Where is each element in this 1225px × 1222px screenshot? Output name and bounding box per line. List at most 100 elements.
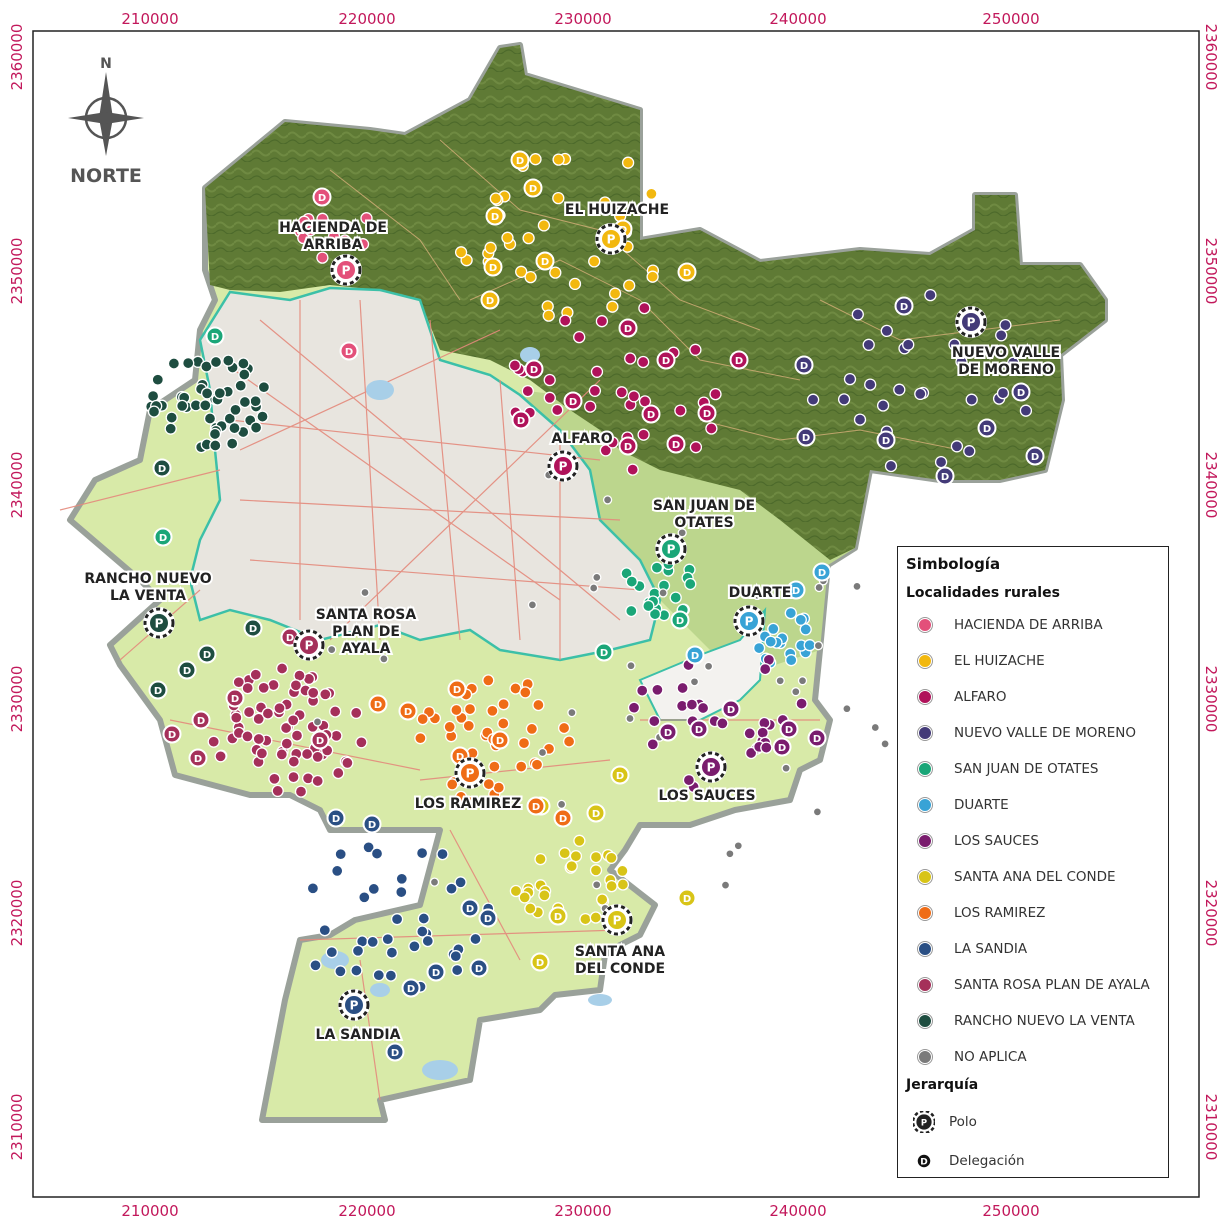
locality-point <box>599 444 612 457</box>
polo-marker-letter: P <box>155 617 164 631</box>
x-tick-bottom: 230000 <box>554 1202 611 1220</box>
legend-swatch <box>918 798 932 812</box>
delegacion-marker: D <box>807 728 827 748</box>
delegacion-marker-letter: D <box>818 568 826 579</box>
delegacion-marker: D <box>191 710 211 730</box>
locality-point <box>200 387 214 400</box>
delegacion-marker-disc <box>618 318 638 338</box>
locality-point <box>207 735 220 748</box>
polo-marker-letter: P <box>466 767 475 781</box>
polo-marker: P <box>601 904 633 936</box>
y-tick-left: 2350000 <box>8 238 26 305</box>
locality-point <box>689 343 702 356</box>
locality-point <box>795 697 808 710</box>
locality-point <box>684 577 697 591</box>
locality-point <box>538 889 551 902</box>
legend-title: Simbología <box>906 555 1001 573</box>
delegacion-marker-letter: D <box>695 725 703 736</box>
label-santa-ana: SANTA ANA <box>575 944 665 960</box>
locality-point <box>864 378 877 391</box>
locality-point <box>573 330 586 344</box>
locality-point <box>669 591 682 604</box>
locality-point <box>362 841 375 854</box>
locality-point <box>565 860 578 873</box>
locality-point <box>508 359 522 372</box>
label-santa-ana-2: DEL CONDE <box>575 961 665 977</box>
legend-item: LA SANDIA <box>918 939 1027 959</box>
polo-marker-disc <box>600 228 622 250</box>
legend-swatch <box>918 618 932 632</box>
locality-point <box>837 393 851 406</box>
locality-point <box>415 846 429 860</box>
locality-point <box>395 872 408 885</box>
delegacion-marker-letter: D <box>800 361 808 372</box>
locality-point <box>627 701 641 714</box>
locality-point <box>623 279 636 292</box>
delegacion-marker-disc <box>398 701 418 721</box>
legend-item: NO APLICA <box>918 1047 1027 1067</box>
locality-point <box>794 613 807 626</box>
locality-point <box>416 712 429 726</box>
locality-point <box>567 707 577 718</box>
polo-marker-ring <box>601 904 633 936</box>
legend-swatch <box>918 654 932 668</box>
delegacion-marker-disc <box>656 350 676 370</box>
locality-point <box>327 230 341 243</box>
locality-point <box>334 965 347 978</box>
y-tick-left: 2320000 <box>8 880 26 947</box>
locality-point <box>226 437 239 450</box>
locality-point <box>606 300 619 313</box>
locality-point <box>648 607 662 621</box>
locality-point <box>463 702 477 716</box>
delegacion-marker: D <box>721 699 741 719</box>
locality-point <box>252 732 265 746</box>
locality-point <box>454 790 468 804</box>
delegacion-marker-disc <box>426 962 446 982</box>
legend-item-label: SAN JUAN DE OTATES <box>954 761 1099 777</box>
locality-point <box>651 683 664 696</box>
delegacion-marker: D <box>526 796 546 816</box>
locality-point <box>384 969 398 982</box>
locality-point <box>408 940 421 953</box>
delegacion-marker-letter: D <box>691 651 699 662</box>
delegacion-icon: D <box>916 1153 932 1169</box>
delegacion-marker: D <box>794 355 814 375</box>
delegacion-marker-disc <box>610 765 630 785</box>
delegacion-marker: D <box>779 719 799 739</box>
locality-point <box>421 934 434 948</box>
delegacion-marker-letter: D <box>727 705 735 716</box>
transition-zone <box>520 390 855 670</box>
legend-item: DUARTE <box>918 795 1009 815</box>
legend-item-label: HACIENDA DE ARRIBA <box>954 617 1103 633</box>
legend-item-label: NUEVO VALLE DE MORENO <box>954 725 1137 741</box>
delegacion-marker-disc <box>460 898 480 918</box>
locality-point <box>334 848 347 861</box>
locality-point <box>752 590 762 601</box>
delegacion-marker-letter: D <box>316 736 324 747</box>
polo-marker-ring <box>338 989 370 1021</box>
delegacion-marker-letter: D <box>517 416 525 427</box>
label-los-ramirez: LOS RAMIREZ <box>415 796 522 812</box>
locality-point <box>602 495 613 505</box>
locality-point <box>309 959 322 972</box>
polo-marker-disc <box>552 455 574 477</box>
locality-point <box>497 717 510 730</box>
locality-point <box>232 676 245 689</box>
polo-marker-disc <box>660 538 682 560</box>
delegacion-marker-letter: D <box>489 263 497 274</box>
delegacion-marker-letter: D <box>882 436 890 447</box>
delegacion-marker-letter: D <box>735 356 743 367</box>
delegacion-marker-letter: D <box>676 616 684 627</box>
locality-point <box>759 662 772 676</box>
locality-point <box>625 575 638 588</box>
delegacion-marker-letter: D <box>802 433 810 444</box>
x-tick-top: 230000 <box>554 10 611 28</box>
locality-point <box>234 379 247 392</box>
legend-item-label: DUARTE <box>954 797 1009 813</box>
delegacion-marker-letter: D <box>662 356 670 367</box>
locality-point <box>275 662 289 675</box>
delegacion-marker-disc <box>447 679 467 699</box>
legend-item-label: NO APLICA <box>954 1049 1027 1065</box>
delegacion-marker-letter: D <box>491 212 499 223</box>
delegacion-marker: D <box>697 403 717 423</box>
